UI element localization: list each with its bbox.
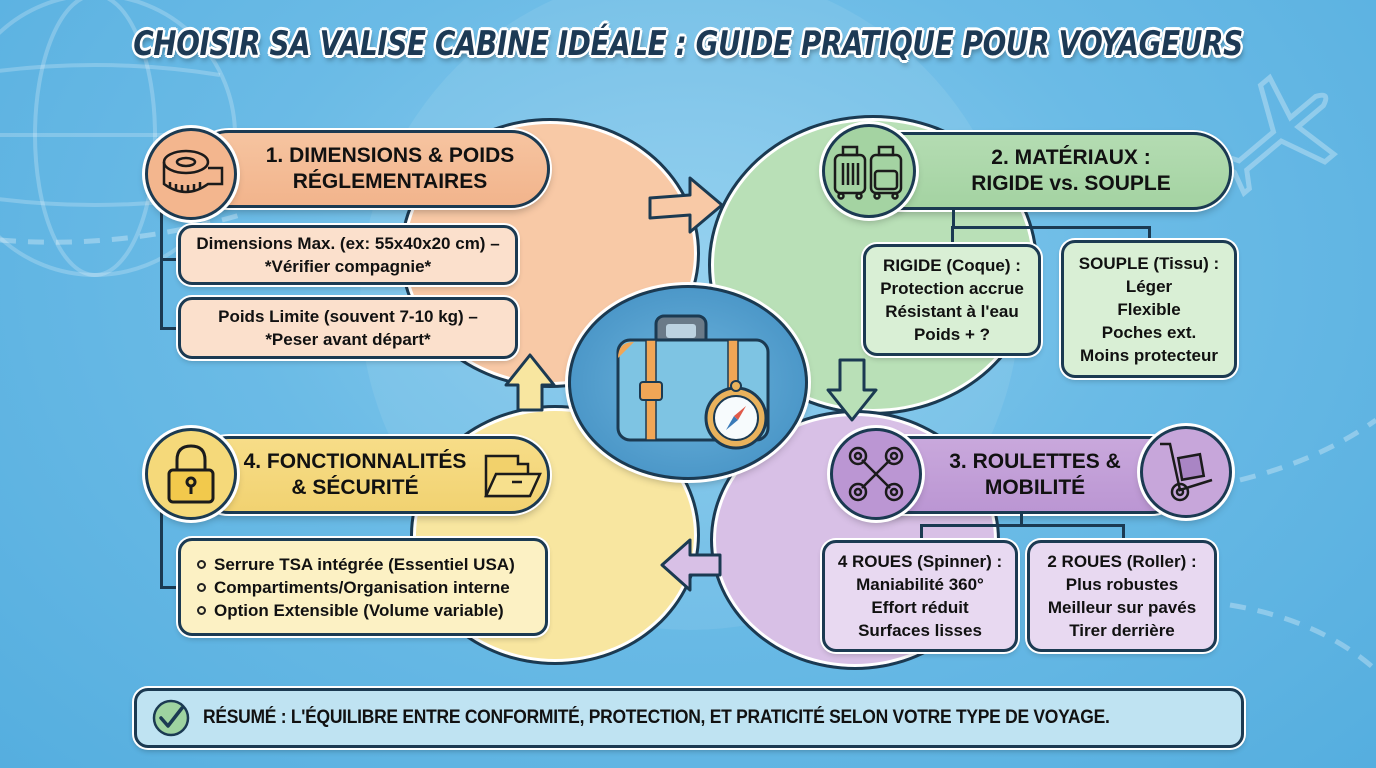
suitcases-icon xyxy=(833,145,903,200)
connector-line xyxy=(951,226,1151,229)
box-line: Dimensions Max. (ex: 55x40x20 cm) – xyxy=(196,234,500,253)
connector-line xyxy=(952,210,955,228)
connector-line xyxy=(160,510,163,588)
section-dimensions-header: 1. DIMENSIONS & POIDS RÉGLEMENTAIRES xyxy=(190,130,550,208)
connector-line xyxy=(1020,514,1023,526)
section-title-line1: 1. DIMENSIONS & POIDS xyxy=(265,144,515,167)
section-title-line2: RIGIDE vs. SOUPLE xyxy=(971,172,1171,195)
section-title-line2: RÉGLEMENTAIRES xyxy=(292,170,488,193)
box-line: *Vérifier compagnie* xyxy=(264,257,432,276)
box-line: Effort réduit xyxy=(871,598,969,617)
fonctionnalites-list-box: Serrure TSA intégrée (Essentiel USA) Com… xyxy=(178,538,548,636)
list-item-text: Option Extensible (Volume variable) xyxy=(214,600,504,620)
connector-line xyxy=(1148,226,1151,244)
folder-compartment-icon xyxy=(484,454,542,498)
padlock-icon xyxy=(167,444,215,504)
list-item: Option Extensible (Volume variable) xyxy=(197,599,504,622)
box-line: Poches ext. xyxy=(1101,322,1197,342)
connector-line xyxy=(160,200,163,330)
airplane-icon xyxy=(1211,73,1338,198)
section-title-line1: 2. MATÉRIAUX : xyxy=(991,146,1151,169)
arrow-left-icon xyxy=(660,538,722,592)
box-line: Léger xyxy=(1125,276,1173,296)
box-line: Résistant à l'eau xyxy=(885,302,1019,321)
poids-limite-box: Poids Limite (souvent 7-10 kg) – *Peser … xyxy=(178,297,518,359)
box-line: Poids Limite (souvent 7-10 kg) – xyxy=(218,307,478,326)
souple-box: SOUPLE (Tissu) : Léger Flexible Poches e… xyxy=(1061,240,1237,378)
summary-text: RÉSUMÉ : L'ÉQUILIBRE ENTRE CONFORMITÉ, P… xyxy=(203,707,1110,728)
section-materiaux-header: 2. MATÉRIAUX : RIGIDE vs. SOUPLE xyxy=(860,132,1232,210)
bullet-icon xyxy=(197,582,206,592)
measuring-tape-icon xyxy=(162,149,224,194)
arrow-down-icon xyxy=(826,358,878,422)
bullet-icon xyxy=(197,605,206,615)
list-item: Serrure TSA intégrée (Essentiel USA) xyxy=(197,553,515,576)
roulettes-right-icon-circle xyxy=(1140,426,1232,518)
list-item-text: Serrure TSA intégrée (Essentiel USA) xyxy=(214,554,515,574)
arrow-up-icon xyxy=(504,353,556,412)
box-line: RIGIDE (Coque) : xyxy=(883,256,1021,275)
materiaux-icon-circle xyxy=(822,124,916,218)
box-line: Meilleur sur pavés xyxy=(1047,598,1197,617)
hand-truck-icon xyxy=(1160,442,1213,502)
connector-line xyxy=(920,524,923,542)
suitcase-compass-icon xyxy=(616,314,770,449)
section-title-line1: 4. FONCTIONNALITÉS xyxy=(243,450,467,473)
box-line: Moins protecteur xyxy=(1080,345,1218,365)
list-item: Compartiments/Organisation interne xyxy=(197,576,510,599)
page-title: CHOISIR SA VALISE CABINE IDÉALE : GUIDE … xyxy=(133,24,1243,64)
section-title-line1: 3. ROULETTES & xyxy=(949,450,1121,473)
box-line: 4 ROUES (Spinner) : xyxy=(837,552,1003,571)
section-title-line2: & SÉCURITÉ xyxy=(291,476,419,499)
connector-line xyxy=(951,226,954,246)
connector-line xyxy=(160,586,180,589)
roulettes-left-icon-circle xyxy=(830,428,922,520)
summary-bar: RÉSUMÉ : L'ÉQUILIBRE ENTRE CONFORMITÉ, P… xyxy=(134,688,1244,748)
connector-line xyxy=(160,258,180,261)
checkmark-badge-icon xyxy=(152,699,190,737)
box-line: 2 ROUES (Roller) : xyxy=(1047,552,1197,571)
box-line: *Peser avant départ* xyxy=(265,330,431,349)
rigide-box: RIGIDE (Coque) : Protection accrue Résis… xyxy=(863,244,1041,356)
box-line: Maniabilité 360° xyxy=(856,575,984,594)
center-circle xyxy=(568,285,808,480)
section-fonctionnalites-header: 4. FONCTIONNALITÉS & SÉCURITÉ xyxy=(190,436,550,514)
connector-line xyxy=(1122,524,1125,542)
fonctionnalites-icon-circle xyxy=(145,428,237,520)
box-line: Tirer derrière xyxy=(1069,621,1175,640)
connector-line xyxy=(920,524,1125,527)
section-title-line2: MOBILITÉ xyxy=(984,476,1086,499)
spinner-wheels-icon xyxy=(848,446,904,502)
box-line: Plus robustes xyxy=(1065,575,1179,594)
box-line: Poids + ? xyxy=(913,325,991,344)
box-line: SOUPLE (Tissu) : xyxy=(1078,253,1220,273)
box-line: Protection accrue xyxy=(880,279,1024,298)
deux-roues-box: 2 ROUES (Roller) : Plus robustes Meilleu… xyxy=(1027,540,1217,652)
box-line: Surfaces lisses xyxy=(858,621,982,640)
arrow-right-icon xyxy=(648,176,724,234)
dimensions-icon-circle xyxy=(145,128,237,220)
list-item-text: Compartiments/Organisation interne xyxy=(214,577,510,597)
box-line: Flexible xyxy=(1117,299,1181,319)
dimensions-max-box: Dimensions Max. (ex: 55x40x20 cm) – *Vér… xyxy=(178,225,518,285)
quatre-roues-box: 4 ROUES (Spinner) : Maniabilité 360° Eff… xyxy=(822,540,1018,652)
connector-line xyxy=(160,327,180,330)
bullet-icon xyxy=(197,559,206,569)
